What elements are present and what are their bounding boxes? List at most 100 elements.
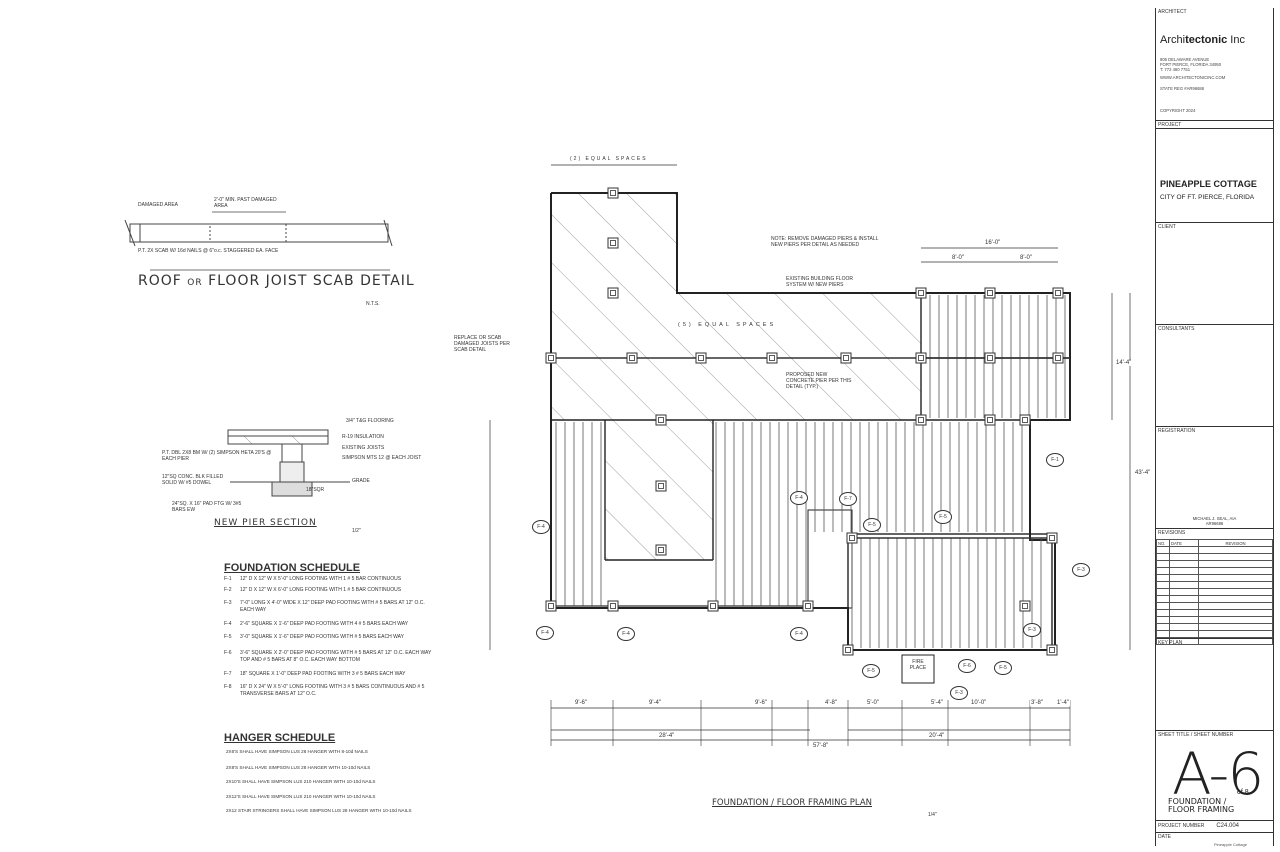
revision-cell — [1198, 616, 1273, 624]
sheet-desc-line1: FOUNDATION / — [1168, 797, 1227, 806]
revision-cell — [1198, 630, 1273, 638]
pier-block — [629, 355, 635, 361]
revision-cell — [1169, 623, 1199, 631]
pier-marker — [915, 287, 927, 299]
project-number-label: PROJECT NUMBER — [1158, 823, 1205, 829]
dim-left: 28'-4" — [658, 733, 676, 739]
hanger-row: 2X8'S SHALL HAVE SIMPSON LUS 28 HANGER W… — [226, 765, 371, 770]
rev-header-date: DATE — [1169, 539, 1199, 547]
revision-cell — [1156, 616, 1170, 624]
dim-bottom: 9'-4" — [648, 700, 662, 706]
hanger-row: 2X10'S SHALL HAVE SIMPSON LUS 210 HANGER… — [226, 779, 376, 784]
pier-marker — [915, 414, 927, 426]
footing-callout: F-5 — [994, 661, 1012, 675]
scab-detail-title: ROOF OR FLOOR JOIST SCAB DETAIL — [138, 273, 415, 289]
drawing-canvas — [124, 164, 1131, 746]
pier-marker — [607, 287, 619, 299]
dim-bottom: 5'-0" — [866, 700, 880, 706]
foundation-row-id: F-8 — [224, 684, 232, 690]
hanger-row: 2X12'S SHALL HAVE SIMPSON LUS 210 HANGER… — [226, 794, 376, 799]
revision-cell — [1156, 602, 1170, 610]
plan-dim-top: (2) EQUAL SPACES — [570, 156, 648, 162]
hanger-row: 2X12 STAIR STRINGERS SHALL HAVE SIMPSON … — [226, 808, 412, 813]
footing-callout: F-1 — [1046, 453, 1064, 467]
footing-callout: F-7 — [839, 492, 857, 506]
revision-cell — [1169, 581, 1199, 589]
revision-cell — [1156, 553, 1170, 561]
pier-marker — [607, 600, 619, 612]
revision-cell — [1198, 609, 1273, 617]
dim-overall: 57'-8" — [812, 743, 830, 749]
footing-callout: F-5 — [934, 510, 952, 524]
hanger-row: 2X6'S SHALL HAVE SIMPSON LUS 26 HANGER W… — [226, 749, 368, 754]
revision-cell — [1198, 567, 1273, 575]
revision-cell — [1156, 581, 1170, 589]
dim-bottom: 3'-8" — [1030, 700, 1044, 706]
pier-block — [610, 190, 616, 196]
dim-bottom: 1'-4" — [1056, 700, 1070, 706]
revision-cell — [1156, 567, 1170, 575]
revision-row — [1156, 616, 1273, 624]
pier-note-simpson: SIMPSON MTS 12 @ EACH JOIST — [342, 455, 422, 461]
footing-callout: F-5 — [862, 664, 880, 678]
footing-callout: F-4 — [617, 627, 635, 641]
floor-framing-plan — [489, 164, 1131, 746]
revision-cell — [1169, 574, 1199, 582]
pier-block — [918, 417, 924, 423]
pier-marker — [846, 532, 858, 544]
pier-block — [1022, 603, 1028, 609]
scab-title-b: FLOOR JOIST SCAB DETAIL — [208, 273, 415, 289]
dim-right: 20'-4" — [928, 733, 946, 739]
revision-cell — [1169, 595, 1199, 603]
pier-section-detail — [227, 429, 350, 497]
revision-cell — [1198, 595, 1273, 603]
foundation-row-text: 3'-6" SQUARE X 2'-0" DEEP PAD FOOTING WI… — [240, 650, 432, 663]
pier-block — [845, 647, 851, 653]
revision-cell — [1169, 553, 1199, 561]
plan-title: FOUNDATION / FLOOR FRAMING PLAN — [712, 798, 873, 808]
pier-marker — [1046, 532, 1058, 544]
revision-cell — [1169, 567, 1199, 575]
revision-cell — [1198, 588, 1273, 596]
revision-cell — [1156, 560, 1170, 568]
pier-marker — [842, 644, 854, 656]
revision-cell — [1169, 560, 1199, 568]
pier-block — [805, 603, 811, 609]
architect-label: ARCHITECT — [1158, 9, 1187, 15]
revision-cell — [1156, 630, 1170, 638]
scab-note-min: 2'-0" MIN. PAST DAMAGED AREA — [214, 197, 277, 209]
dim-bottom: 9'-6" — [574, 700, 588, 706]
revisions-header-row: NO. DATE REVISION — [1156, 539, 1273, 547]
foundation-row-id: F-1 — [224, 576, 232, 582]
pier-marker — [545, 600, 557, 612]
pier-marker — [626, 352, 638, 364]
revision-cell — [1198, 574, 1273, 582]
revision-row — [1156, 581, 1273, 589]
footing-callout: F-5 — [863, 518, 881, 532]
revision-cell — [1198, 602, 1273, 610]
foundation-row-text: 12" D X 12" W X 6'-0" LONG FOOTING WITH … — [240, 587, 402, 593]
revision-row — [1156, 588, 1273, 596]
pier-block — [843, 355, 849, 361]
dim-bottom: 9'-6" — [754, 700, 768, 706]
revision-row — [1156, 553, 1273, 561]
rev-header-no: NO. — [1156, 539, 1170, 547]
revision-cell — [1198, 560, 1273, 568]
foundation-row-id: F-2 — [224, 587, 232, 593]
dim-8b: 8'-0" — [1019, 255, 1033, 261]
pier-block — [1055, 290, 1061, 296]
firm-name: Architectonic Inc — [1160, 34, 1245, 46]
dim-height: 43'-4" — [1134, 470, 1152, 476]
pier-marker — [655, 544, 667, 556]
revision-row — [1156, 595, 1273, 603]
foundation-row-text: 18" SQUARE X 1'-0" DEEP PAD FOOTING WITH… — [240, 671, 406, 677]
pier-marker — [607, 187, 619, 199]
date-label: DATE — [1156, 832, 1273, 840]
foundation-schedule-title: FOUNDATION SCHEDULE — [224, 562, 361, 574]
revision-cell — [1156, 595, 1170, 603]
footnote: Pineapple Cottage — [1214, 842, 1247, 847]
pier-block — [918, 355, 924, 361]
revision-cell — [1198, 546, 1273, 554]
foundation-row-text: 3'-0" SQUARE X 1'-6" DEEP PAD FOOTING WI… — [240, 634, 404, 640]
